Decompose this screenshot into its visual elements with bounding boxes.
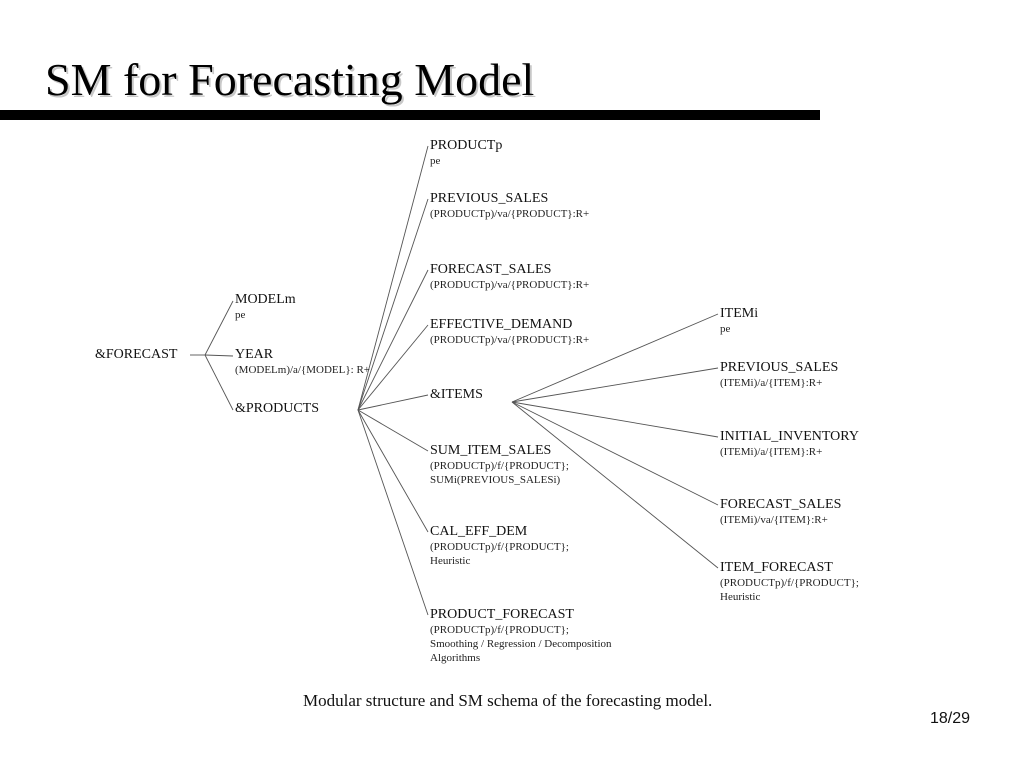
edge-products-child [357, 145, 429, 411]
node-name: EFFECTIVE_DEMAND [430, 317, 573, 332]
edge-products-child [357, 409, 429, 533]
edge-items-child [511, 367, 719, 403]
node-l1-year: YEAR (MODELm)/a/{MODEL}: R+ [235, 347, 370, 377]
edge-products-child [357, 394, 429, 411]
node-item-forecast-sales: FORECAST_SALES (ITEMi)/va/{ITEM}:R+ [720, 497, 841, 527]
figure-caption: Modular structure and SM schema of the f… [303, 691, 713, 710]
edge-root-modelm [204, 300, 234, 356]
edge-items-child [511, 401, 719, 438]
node-descriptor: (ITEMi)/a/{ITEM}:R+ [720, 446, 823, 458]
title-underline [0, 110, 820, 120]
node-name: SUM_ITEM_SALES [430, 443, 552, 458]
node-descriptor: pe [235, 309, 246, 321]
node-descriptor: (PRODUCTp)/va/{PRODUCT}:R+ [430, 208, 590, 220]
node-name: YEAR [235, 347, 274, 362]
node-descriptor: (PRODUCTp)/f/{PRODUCT}; [430, 541, 569, 553]
node-descriptor: Heuristic [720, 591, 761, 603]
node-item-item-forecast: ITEM_FORECAST (PRODUCTp)/f/{PRODUCT}; Heur… [720, 560, 859, 604]
node-descriptor: Algorithms [430, 652, 481, 664]
node-descriptor: (PRODUCTp)/f/{PRODUCT}; [430, 460, 569, 472]
diagram-edges [190, 145, 719, 616]
node-name: MODELm [235, 292, 296, 307]
edge-products-child [357, 269, 429, 411]
edge-root-year [204, 354, 234, 357]
edge-products-child [357, 409, 429, 452]
node-descriptor: (PRODUCTp)/f/{PRODUCT}; [720, 577, 859, 589]
node-name: PRODUCTp [430, 138, 503, 153]
node-name: PREVIOUS_SALES [720, 360, 839, 375]
node-name: ITEMi [720, 306, 759, 321]
node-name: FORECAST_SALES [430, 262, 552, 277]
node-product-previous-sales: PREVIOUS_SALES (PRODUCTp)/va/{PRODUCT}:R+ [430, 191, 589, 221]
node-product-items: &ITEMS [430, 387, 483, 403]
node-name: PRODUCT_FORECAST [430, 607, 574, 622]
edge-items-child [511, 401, 719, 569]
node-descriptor: (PRODUCTp)/va/{PRODUCT}:R+ [430, 334, 590, 346]
node-item-itemi: ITEMi pe [720, 306, 758, 336]
node-item-initial-inventory: INITIAL_INVENTORY (ITEMi)/a/{ITEM}:R+ [720, 429, 859, 459]
node-l1-products: &PRODUCTS [235, 401, 319, 417]
node-name: &FORECAST [95, 347, 178, 362]
node-name: ITEM_FORECAST [720, 560, 833, 575]
node-name: &ITEMS [430, 387, 483, 402]
slide-title: SM for Forecasting Model [45, 54, 535, 105]
node-name: PREVIOUS_SALES [430, 191, 549, 206]
node-descriptor: pe [720, 323, 731, 335]
node-descriptor: Heuristic [430, 555, 471, 567]
node-descriptor: (ITEMi)/a/{ITEM}:R+ [720, 377, 823, 389]
node-l1-modelm: MODELm pe [235, 292, 296, 322]
node-product-effective-demand: EFFECTIVE_DEMAND (PRODUCTp)/va/{PRODUCT}:… [430, 317, 589, 347]
node-product-forecast-sales: FORECAST_SALES (PRODUCTp)/va/{PRODUCT}:R+ [430, 262, 589, 292]
node-name: CAL_EFF_DEM [430, 524, 528, 539]
edge-products-child [357, 198, 429, 411]
page-number: 18/29 [930, 710, 971, 727]
node-descriptor: (ITEMi)/va/{ITEM}:R+ [720, 514, 828, 526]
node-descriptor: Smoothing / Regression / Decomposition [430, 638, 612, 650]
node-product-productp: PRODUCTp pe [430, 138, 502, 168]
node-descriptor: SUMi(PREVIOUS_SALESi) [430, 474, 561, 486]
node-name: &PRODUCTS [235, 401, 320, 416]
node-descriptor: pe [430, 155, 441, 167]
node-item-previous-sales: PREVIOUS_SALES (ITEMi)/a/{ITEM}:R+ [720, 360, 838, 390]
node-name: FORECAST_SALES [720, 497, 842, 512]
edge-items-child [511, 401, 719, 506]
node-product-sum-item-sales: SUM_ITEM_SALES (PRODUCTp)/f/{PRODUCT}; SUM… [430, 443, 569, 487]
node-product-product-forecast: PRODUCT_FORECAST (PRODUCTp)/f/{PRODUCT}; S… [430, 607, 612, 665]
node-descriptor: (MODELm)/a/{MODEL}: R+ [235, 364, 370, 376]
node-name: INITIAL_INVENTORY [720, 429, 859, 444]
node-product-cal-eff-dem: CAL_EFF_DEM (PRODUCTp)/f/{PRODUCT}; Heuris… [430, 524, 569, 568]
node-descriptor: (PRODUCTp)/f/{PRODUCT}; [430, 624, 569, 636]
edge-root-products [204, 354, 234, 411]
node-descriptor: (PRODUCTp)/va/{PRODUCT}:R+ [430, 279, 590, 291]
edge-products-child [357, 409, 429, 616]
edge-products-child [357, 324, 429, 411]
node-root-forecast: &FORECAST [95, 347, 177, 363]
edge-items-child [511, 313, 719, 403]
